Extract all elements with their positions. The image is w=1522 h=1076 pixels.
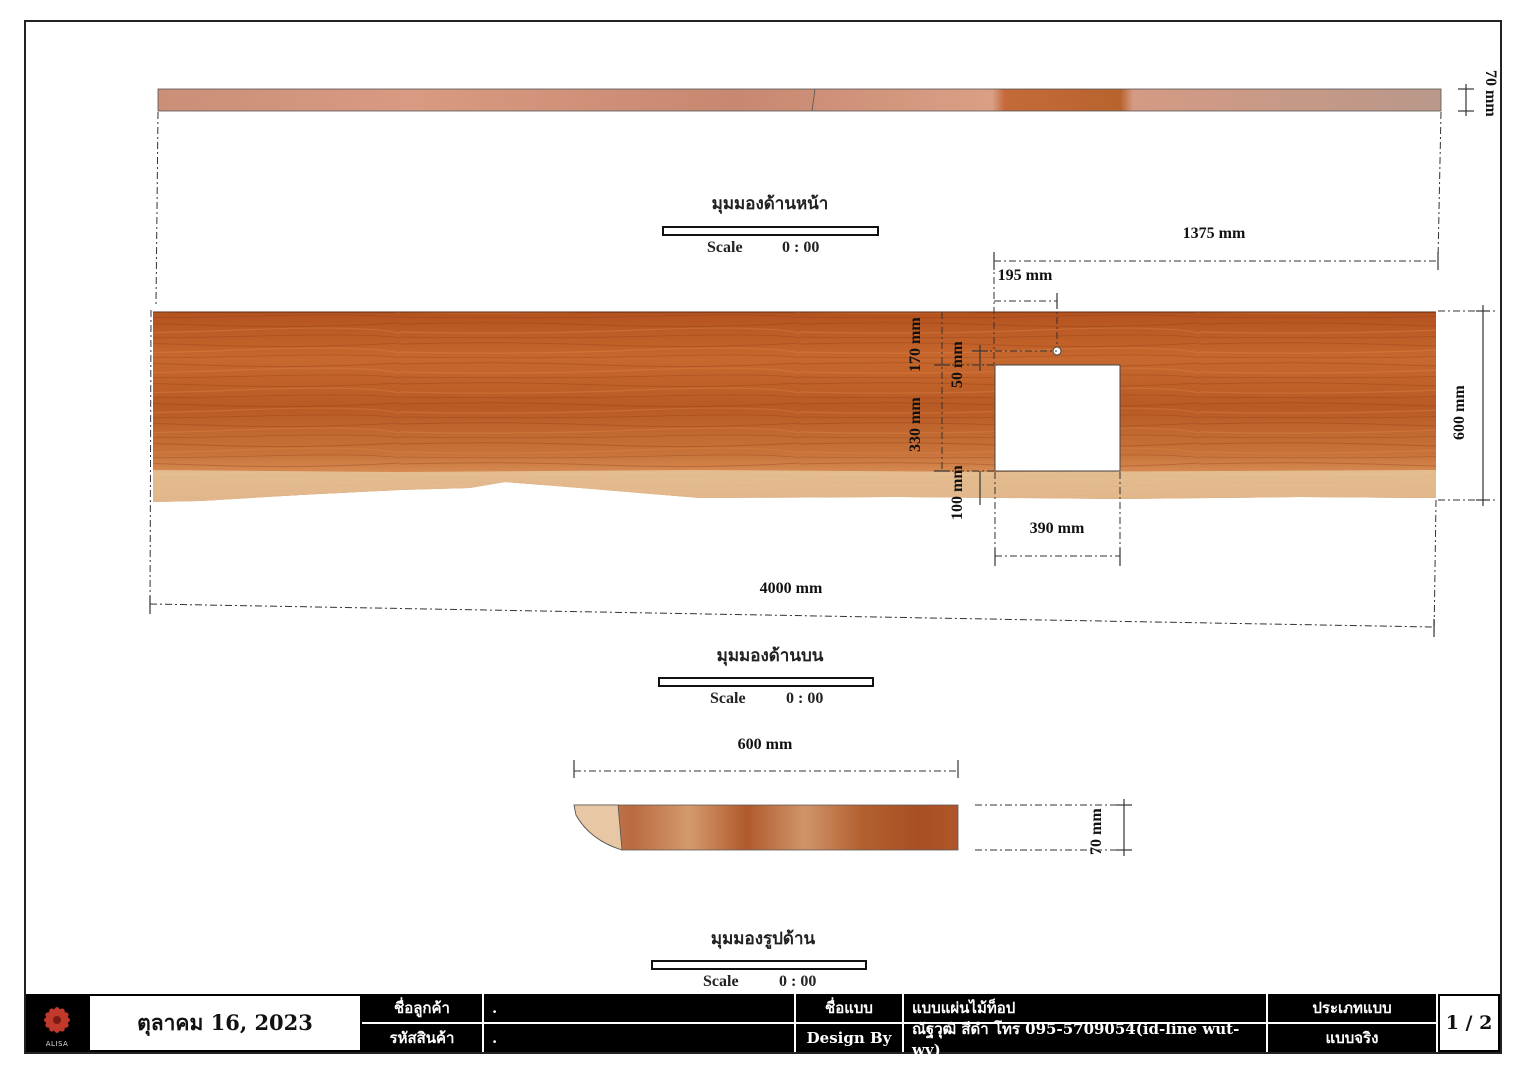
dim-600-label: 600 mm: [1451, 385, 1468, 440]
section-view-scale-bar: [651, 960, 867, 970]
section-dim-70-label: 70 mm: [1088, 808, 1105, 855]
customer-name-label: ชื่อลูกค้า: [362, 994, 484, 1022]
top-view-scale-bar: [658, 677, 874, 687]
product-code-label: รหัสสินค้า: [362, 1024, 484, 1052]
top-view-scale-label: Scale: [710, 690, 746, 707]
dim-195-label: 195 mm: [998, 267, 1053, 284]
dim-390-label: 390 mm: [1030, 520, 1085, 537]
design-name-value: แบบแผ่นไม้ท็อป: [904, 994, 1268, 1022]
section-dim-70: 70 mm: [975, 799, 1132, 856]
dim-195: 195 mm: [994, 267, 1058, 346]
design-name-label: ชื่อแบบ: [796, 994, 904, 1022]
dim-1375-label: 1375 mm: [1183, 225, 1246, 242]
design-type-value: แบบจริง: [1268, 1024, 1438, 1052]
customer-name-value: .: [484, 994, 796, 1022]
top-view-title: มุมมองด้านบน: [717, 646, 824, 666]
section-dim-600-label: 600 mm: [738, 736, 793, 753]
drawing-sheet-border: [24, 20, 1502, 1054]
logo-text: ALISA: [45, 1040, 69, 1048]
dim-390: 390 mm: [994, 472, 1121, 566]
top-view-scale-value: 0 : 00: [786, 690, 823, 707]
page-number: 1 / 2: [1438, 994, 1500, 1052]
title-block: ALISA ตุลาคม 16, 2023 ชื่อลูกค้า . ชื่อแ…: [26, 994, 1500, 1059]
flower-logo-icon: [44, 1007, 70, 1033]
top-view-slab: [153, 311, 1436, 502]
dim-4000: 4000 mm: [149, 309, 1437, 638]
dim-170-label: 170 mm: [907, 317, 924, 372]
drawing-date: ตุลาคม 16, 2023: [88, 994, 362, 1052]
section-view-title: มุมมองรูปด้าน: [711, 929, 816, 950]
front-view-scale-value: 0 : 00: [782, 239, 819, 256]
design-type-label: ประเภทแบบ: [1268, 994, 1438, 1022]
design-by-label: Design By: [796, 1024, 904, 1052]
dim-4000-label: 4000 mm: [760, 580, 823, 597]
dim-600-right: 600 mm: [1438, 305, 1496, 506]
front-view-strip: [157, 88, 1442, 112]
section-view-board: [573, 804, 959, 851]
dim-330-label: 330 mm: [907, 397, 924, 452]
dim-vertical-left: 170 mm 330 mm 50 mm 100 mm: [907, 312, 1057, 520]
design-by-value: ณัฐวุฒิ สีดำ โทร 095-5709054(id-line wut…: [904, 1020, 1268, 1059]
front-view-scale-label: Scale: [707, 239, 743, 256]
front-thickness-label: 70 mm: [1482, 70, 1499, 117]
dim-100-label: 100 mm: [949, 465, 966, 520]
section-view-scale-label: Scale: [703, 973, 739, 990]
dim-1375: 1375 mm: [993, 225, 1439, 364]
section-view-scale-value: 0 : 00: [779, 973, 816, 990]
front-view-title: มุมมองด้านหน้า: [712, 194, 829, 214]
sink-cutout: [994, 364, 1121, 472]
company-logo: ALISA: [26, 994, 88, 1052]
front-view-scale-bar: [662, 226, 879, 236]
section-dim-600: 600 mm: [573, 736, 959, 778]
product-code-value: .: [484, 1024, 796, 1052]
dim-50-label: 50 mm: [949, 341, 966, 388]
front-thickness-dimension: 70 mm: [1458, 70, 1499, 117]
